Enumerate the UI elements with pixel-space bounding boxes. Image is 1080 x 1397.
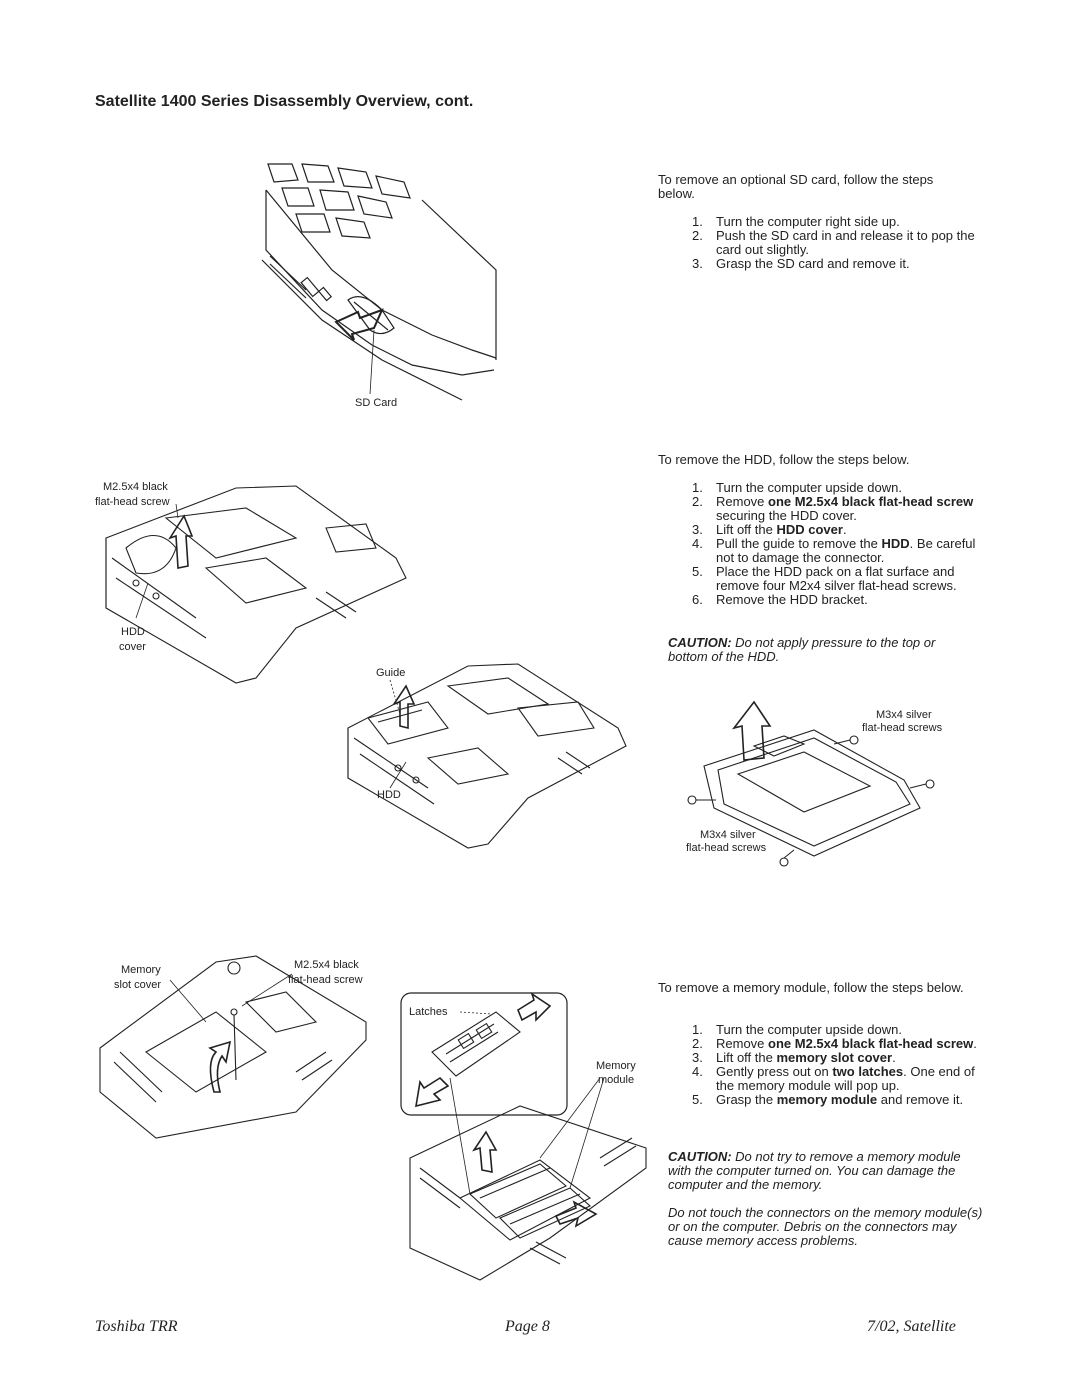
step-emphasis: memory slot cover xyxy=(776,1050,893,1065)
step-emphasis: HDD xyxy=(881,536,910,551)
list-item: 2. Remove one M2.5x4 black flat-head scr… xyxy=(692,1037,992,1051)
list-item: 5. Grasp the memory module and remove it… xyxy=(692,1093,992,1107)
footer-page-number: Page 8 xyxy=(505,1318,550,1335)
hdd-cover-label-line2: cover xyxy=(119,641,146,653)
page-title: Satellite 1400 Series Disassembly Overvi… xyxy=(95,93,474,110)
hdd-screw-label-line1: M2.5x4 black xyxy=(103,481,168,493)
step-text: . xyxy=(842,522,847,537)
step-number: 1. xyxy=(692,1022,703,1037)
hdd-guide-label: Guide xyxy=(376,667,406,679)
hdd-intro: To remove the HDD, follow the steps belo… xyxy=(658,452,910,467)
step-number: 4. xyxy=(692,536,703,551)
hdd-guide-illustration xyxy=(338,658,630,850)
list-item: 3. Grasp the SD card and remove it. xyxy=(692,257,992,271)
step-text: . Be careful not to damage the connector… xyxy=(716,536,976,565)
step-text: Push the SD card in and release it to po… xyxy=(716,228,975,257)
step-number: 4. xyxy=(692,1064,703,1079)
step-emphasis: one M2.5x4 black flat-head screw xyxy=(768,494,974,509)
sd-card-label: SD Card xyxy=(355,397,398,409)
step-number: 1. xyxy=(692,480,703,495)
sd-steps: 1. Turn the computer right side up. 2. P… xyxy=(692,215,992,271)
list-item: 4. Pull the guide to remove the HDD. Be … xyxy=(692,537,992,565)
caution-text: Do not try to remove a memory module wit… xyxy=(668,1149,961,1192)
step-text: . One end of the memory module will pop … xyxy=(716,1064,975,1093)
hdd-silver-top-label-line1: M3x4 silver xyxy=(876,709,932,721)
step-emphasis: HDD cover xyxy=(776,522,843,537)
step-text: Remove xyxy=(716,1036,769,1051)
memory-cover-illustration xyxy=(96,952,376,1142)
memory-module-illustration xyxy=(400,1098,650,1283)
step-number: 1. xyxy=(692,214,703,229)
step-number: 6. xyxy=(692,592,703,607)
step-text: Turn the computer right side up. xyxy=(716,214,900,229)
memory-caution: CAUTION: Do not try to remove a memory m… xyxy=(668,1150,968,1192)
memory-cover-label-line2: slot cover xyxy=(114,979,162,991)
step-text: and remove it. xyxy=(877,1092,964,1107)
step-number: 5. xyxy=(692,1092,703,1107)
hdd-screw-label-line2: flat-head screw xyxy=(95,496,170,508)
hdd-caution: CAUTION: Do not apply pressure to the to… xyxy=(668,636,968,664)
caution-label: CAUTION: xyxy=(668,635,732,650)
memory-steps: 1. Turn the computer upside down. 2. Rem… xyxy=(692,1023,992,1107)
memory-cover-label-line1: Memory xyxy=(121,964,161,976)
step-number: 2. xyxy=(692,494,703,509)
step-number: 3. xyxy=(692,256,703,271)
list-item: 1. Turn the computer upside down. xyxy=(692,481,992,495)
list-item: 2. Remove one M2.5x4 black flat-head scr… xyxy=(692,495,992,523)
sd-intro: To remove an optional SD card, follow th… xyxy=(658,172,934,201)
footer-right: 7/02, Satellite xyxy=(867,1318,956,1335)
step-emphasis: one M2.5x4 black flat-head screw xyxy=(768,1036,974,1051)
step-text: . xyxy=(892,1050,896,1065)
step-text: securing the HDD cover. xyxy=(716,508,857,523)
hdd-steps: 1. Turn the computer upside down. 2. Rem… xyxy=(692,481,992,607)
step-number: 2. xyxy=(692,228,703,243)
list-item: 1. Turn the computer upside down. xyxy=(692,1023,992,1037)
step-text: Pull the guide to remove the xyxy=(716,536,882,551)
memory-screw-label-line2: flat-head screw xyxy=(288,974,363,986)
step-number: 3. xyxy=(692,522,703,537)
step-emphasis: memory module xyxy=(776,1092,878,1107)
list-item: 5. Place the HDD pack on a flat surface … xyxy=(692,565,992,593)
step-number: 2. xyxy=(692,1036,703,1051)
list-item: 3. Lift off the HDD cover. xyxy=(692,523,992,537)
hdd-cover-illustration xyxy=(96,478,416,688)
memory-latches-inset xyxy=(400,992,568,1116)
list-item: 3. Lift off the memory slot cover. xyxy=(692,1051,992,1065)
step-text: Remove the HDD bracket. xyxy=(716,592,868,607)
step-number: 3. xyxy=(692,1050,703,1065)
hdd-label: HDD xyxy=(377,789,401,801)
list-item: 2. Push the SD card in and release it to… xyxy=(692,229,992,257)
step-text: . xyxy=(973,1036,977,1051)
memory-note: Do not touch the connectors on the memor… xyxy=(668,1205,983,1248)
memory-screw-label-line1: M2.5x4 black xyxy=(294,959,359,971)
hdd-bracket-illustration xyxy=(684,700,954,870)
hdd-silver-bottom-label-line2: flat-head screws xyxy=(686,842,767,854)
caution-text: Do not apply pressure to the top or bott… xyxy=(668,635,936,664)
hdd-silver-top-label-line2: flat-head screws xyxy=(862,722,943,734)
step-number: 5. xyxy=(692,564,703,579)
sd-card-illustration xyxy=(262,160,502,410)
step-emphasis: two latches xyxy=(832,1064,904,1079)
step-text: Grasp the xyxy=(716,1092,777,1107)
list-item: 4. Gently press out on two latches. One … xyxy=(692,1065,992,1093)
memory-intro: To remove a memory module, follow the st… xyxy=(658,980,964,995)
step-text: Gently press out on xyxy=(716,1064,833,1079)
list-item: 1. Turn the computer right side up. xyxy=(692,215,992,229)
list-item: 6. Remove the HDD bracket. xyxy=(692,593,992,607)
hdd-silver-bottom-label-line1: M3x4 silver xyxy=(700,829,756,841)
memory-latches-label: Latches xyxy=(409,1006,448,1018)
step-text: Remove xyxy=(716,494,769,509)
step-text: Turn the computer upside down. xyxy=(716,1022,902,1037)
caution-label: CAUTION: xyxy=(668,1149,732,1164)
memory-module-label-line2: module xyxy=(598,1074,635,1086)
footer-left: Toshiba TRR xyxy=(95,1318,178,1335)
step-text: Lift off the xyxy=(716,1050,777,1065)
step-text: Lift off the xyxy=(716,522,777,537)
step-text: Place the HDD pack on a flat surface and… xyxy=(716,564,957,593)
step-text: Grasp the SD card and remove it. xyxy=(716,256,910,271)
step-text: Turn the computer upside down. xyxy=(716,480,902,495)
memory-module-label-line1: Memory xyxy=(596,1060,636,1072)
hdd-cover-label-line1: HDD xyxy=(121,626,145,638)
